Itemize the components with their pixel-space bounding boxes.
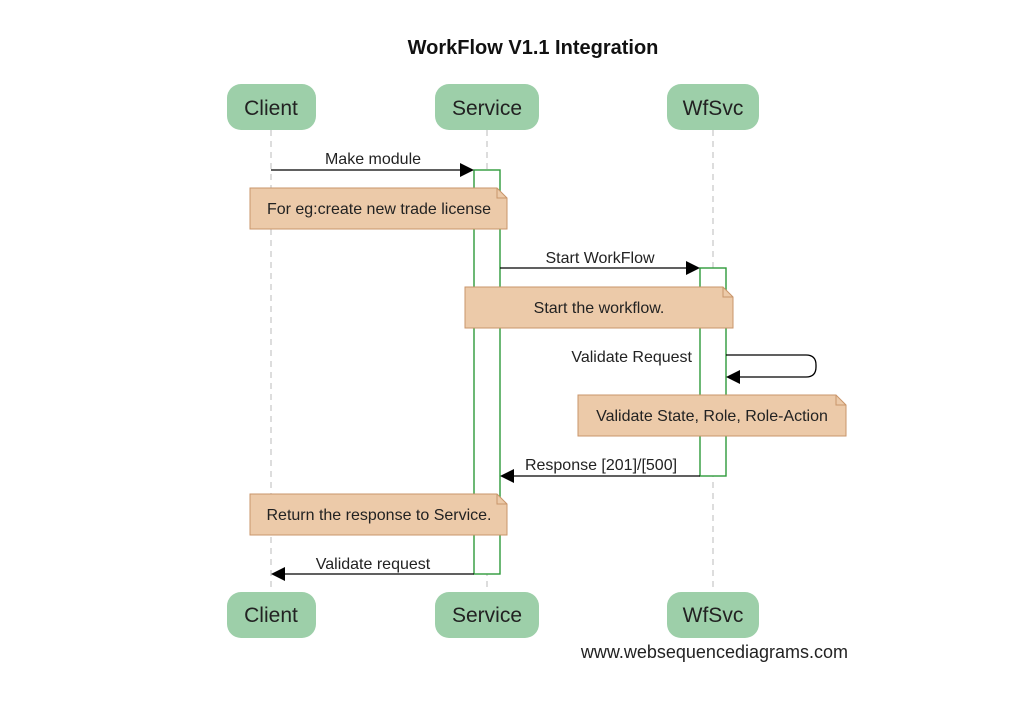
note-fold <box>722 287 733 298</box>
activations <box>473 169 727 575</box>
message-validate-request-return: Validate request <box>271 556 474 581</box>
actor-box <box>667 592 759 638</box>
note-fold <box>496 494 507 505</box>
actor-label: WfSvc <box>683 604 744 627</box>
note-text: Start the workflow. <box>534 300 665 317</box>
note-box <box>577 394 847 437</box>
note-text: Return the response to Service. <box>266 507 491 524</box>
actor-label: WfSvc <box>683 97 744 120</box>
message-label: Validate request <box>316 556 431 573</box>
note-box <box>464 286 734 329</box>
actor-label: Service <box>452 604 522 627</box>
arrowhead <box>686 261 700 275</box>
note-start-workflow: Start the workflow. <box>464 286 734 329</box>
message-validate-request-self: Validate Request <box>571 349 817 384</box>
actor-box <box>435 84 539 130</box>
diagram-title: WorkFlow V1.1 Integration <box>408 37 659 59</box>
actor-wfsvc-bottom: WfSvc <box>667 592 759 638</box>
note-text: For eg:create new trade license <box>267 201 491 218</box>
actor-wfsvc-top: WfSvc <box>667 84 759 130</box>
actor-client-bottom: Client <box>227 592 316 638</box>
message-response: Response [201]/[500] <box>500 457 700 483</box>
actor-box <box>227 84 316 130</box>
actor-label: Client <box>244 97 298 120</box>
actor-client-top: Client <box>227 84 316 130</box>
actor-box <box>667 84 759 130</box>
message-make-module: Make module <box>271 151 474 177</box>
actor-box <box>227 592 316 638</box>
note-validate-state: Validate State, Role, Role-Action <box>577 394 847 437</box>
message-label: Response [201]/[500] <box>525 457 677 474</box>
message-label: Make module <box>325 151 421 168</box>
self-call-line <box>726 354 817 378</box>
actor-service-top: Service <box>435 84 539 130</box>
note-return-response: Return the response to Service. <box>249 493 508 536</box>
note-fold <box>496 188 507 199</box>
actors-bottom: Client Service WfSvc <box>227 592 759 638</box>
note-text: Validate State, Role, Role-Action <box>596 408 828 425</box>
actor-label: Client <box>244 604 298 627</box>
arrowhead <box>271 567 285 581</box>
actor-label: Service <box>452 97 522 120</box>
note-fold <box>835 395 846 406</box>
arrowhead <box>500 469 514 483</box>
message-start-workflow: Start WorkFlow <box>500 250 700 275</box>
arrowhead <box>726 370 740 384</box>
actor-box <box>435 592 539 638</box>
actor-service-bottom: Service <box>435 592 539 638</box>
arrowhead <box>460 163 474 177</box>
note-box <box>249 493 508 536</box>
note-trade-license: For eg:create new trade license <box>249 187 508 230</box>
actors-top: Client Service WfSvc <box>227 84 759 130</box>
note-box <box>249 187 508 230</box>
watermark: www.websequencediagrams.com <box>580 642 848 662</box>
message-label: Start WorkFlow <box>545 250 655 267</box>
message-label: Validate Request <box>571 349 692 366</box>
